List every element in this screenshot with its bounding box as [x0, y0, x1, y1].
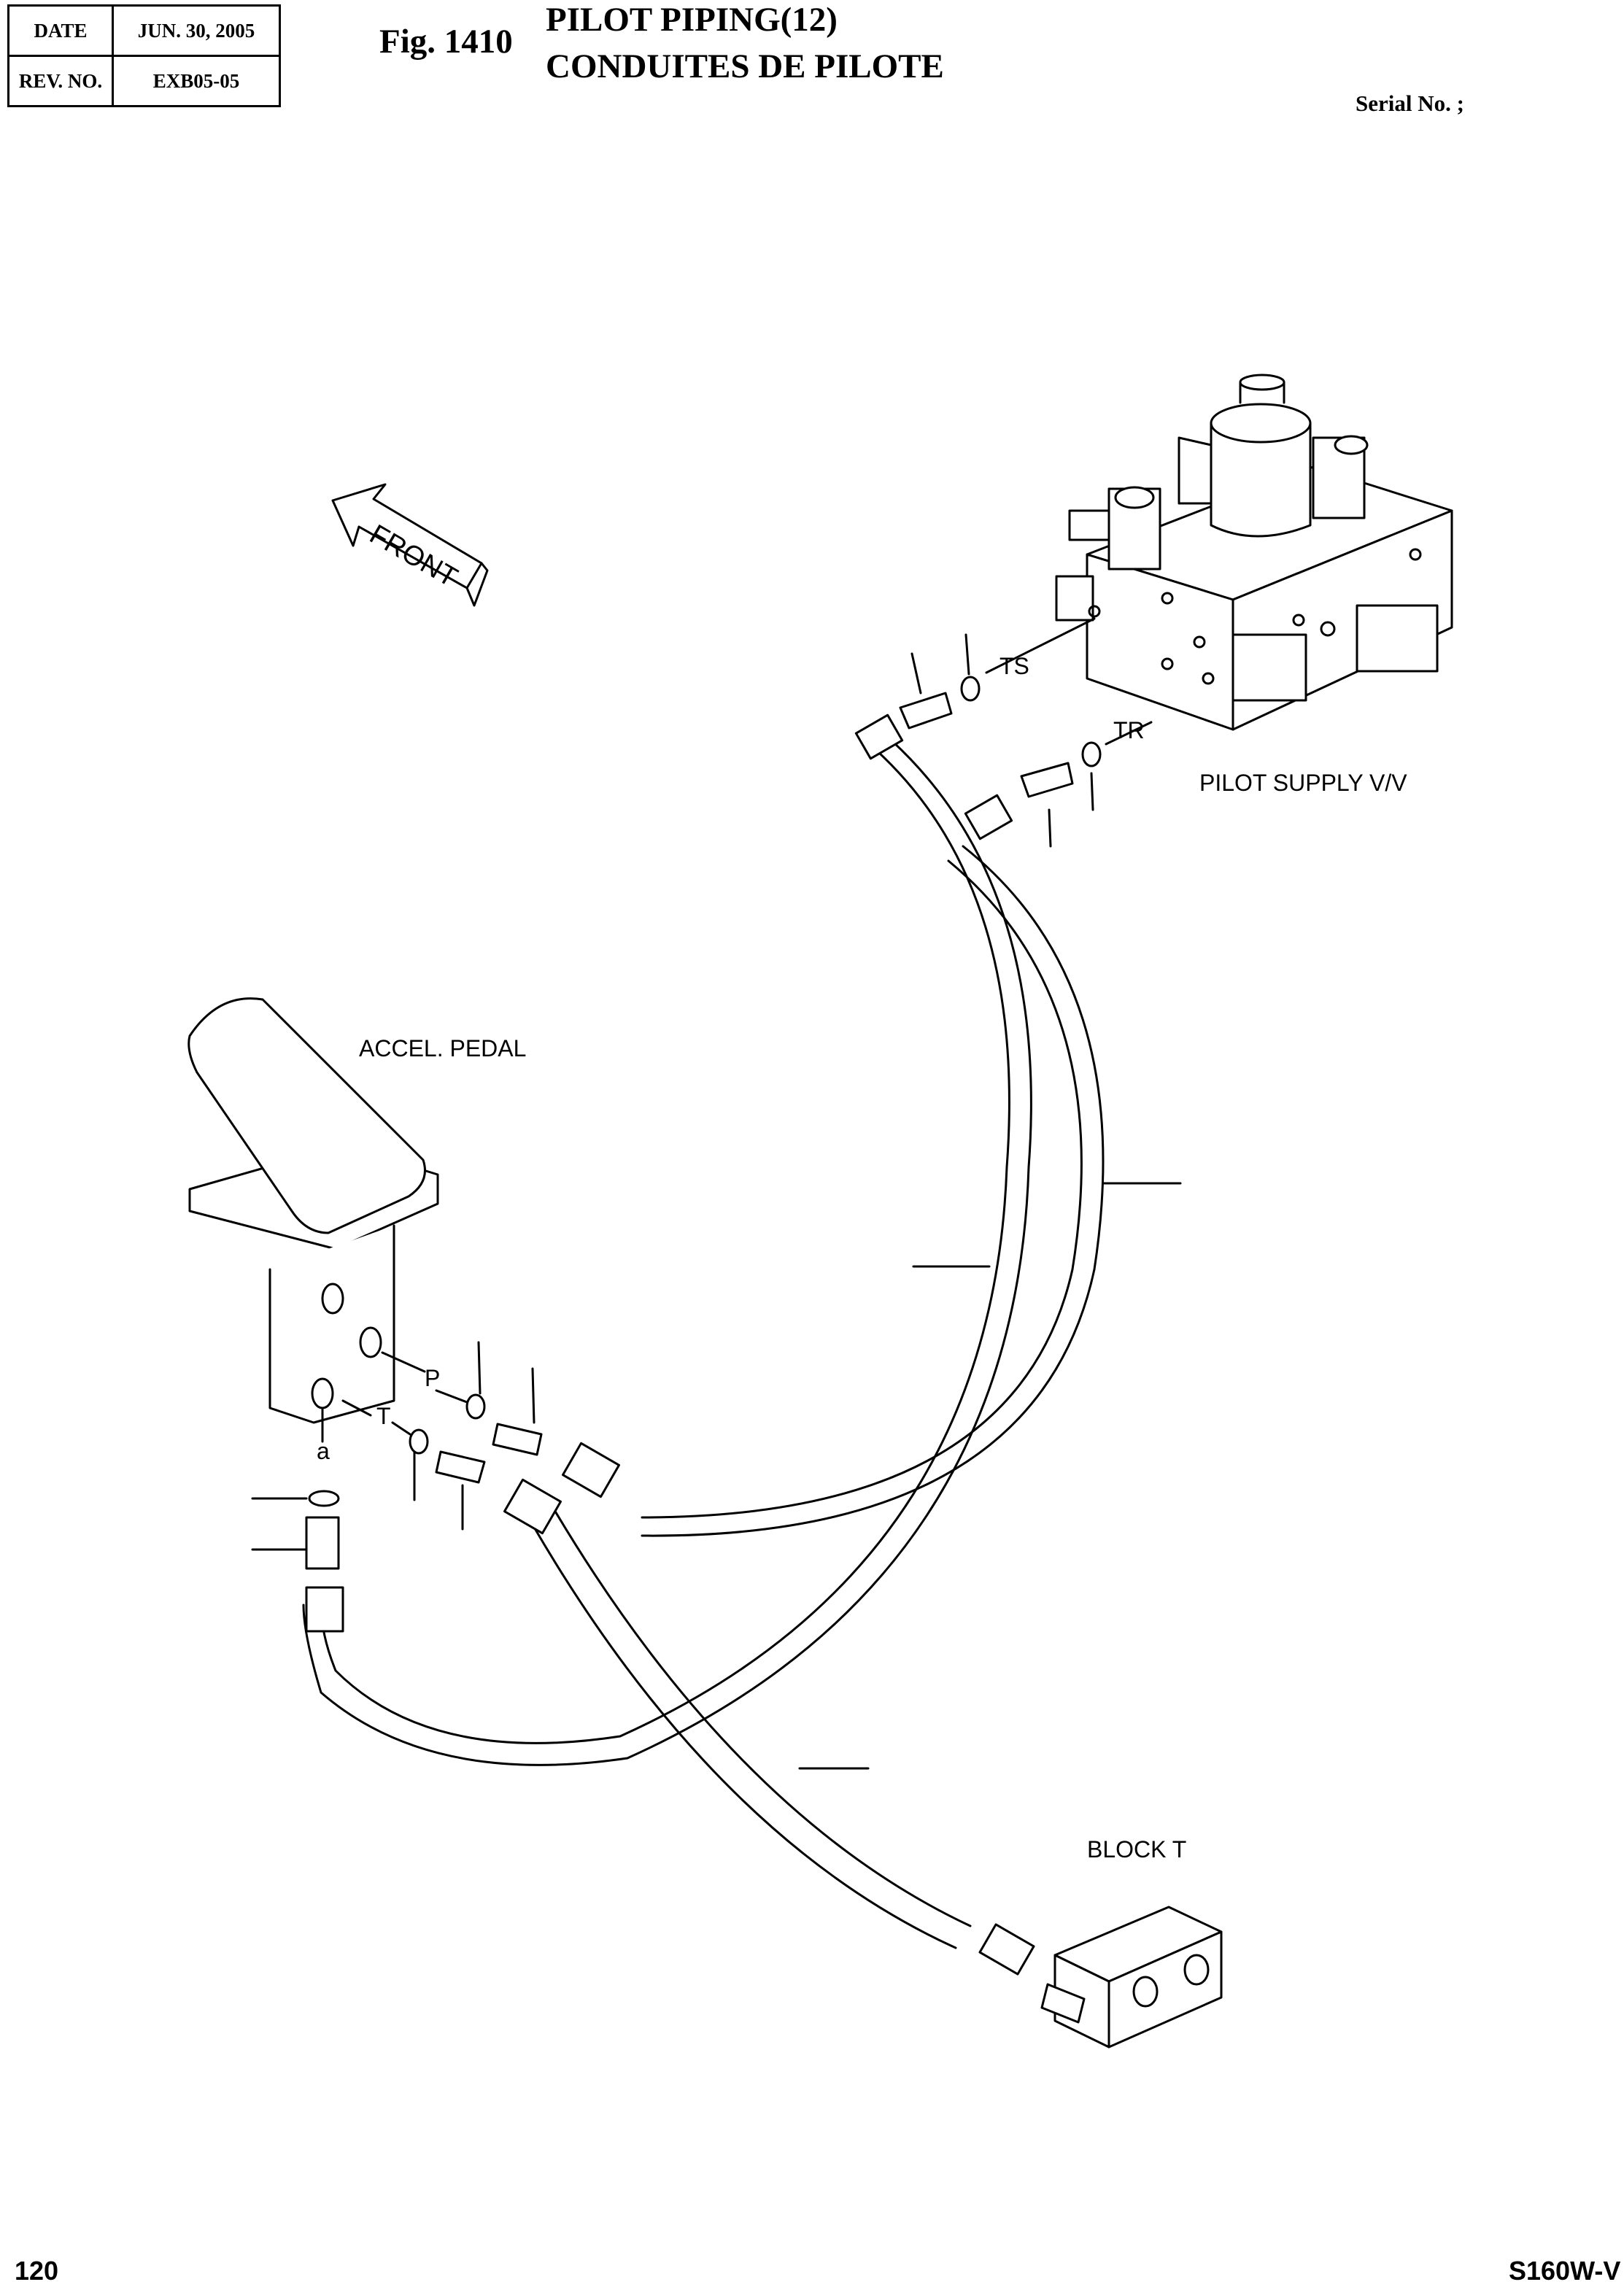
- serial-number-label: Serial No. ;: [1356, 90, 1464, 116]
- accel-pedal-label: ACCEL. PEDAL: [359, 1035, 526, 1061]
- port-label-t: T: [376, 1403, 391, 1429]
- fittings-ts-tr: [899, 617, 1153, 848]
- port-label-p: P: [425, 1365, 440, 1391]
- port-label-tr: TR: [1113, 717, 1145, 743]
- page-number: 120: [15, 2256, 59, 2286]
- date-label: DATE: [7, 4, 114, 57]
- fittings-pedal-side: [251, 1341, 543, 1570]
- front-arrow-icon: [331, 483, 489, 607]
- port-label-ts: TS: [999, 653, 1029, 679]
- model-number: S160W-V: [1509, 2256, 1621, 2286]
- revision-table: DATE JUN. 30, 2005 REV. NO. EXB05-05: [7, 4, 281, 107]
- pilot-supply-valve: [1055, 374, 1453, 731]
- pilot-supply-label: PILOT SUPPLY V/V: [1199, 770, 1407, 796]
- block-t: [1040, 1906, 1223, 2049]
- block-t-label: BLOCK T: [1087, 1836, 1186, 1862]
- title-english: PILOT PIPING(12): [546, 1, 838, 39]
- accel-pedal: [187, 997, 439, 1443]
- rev-label: REV. NO.: [7, 55, 114, 107]
- port-label-a: a: [317, 1438, 330, 1464]
- hoses: [302, 713, 1182, 1976]
- rev-value: EXB05-05: [112, 55, 281, 107]
- date-value: JUN. 30, 2005: [112, 4, 281, 57]
- figure-number: Fig. 1410: [379, 23, 513, 61]
- title-french: CONDUITES DE PILOTE: [546, 47, 944, 85]
